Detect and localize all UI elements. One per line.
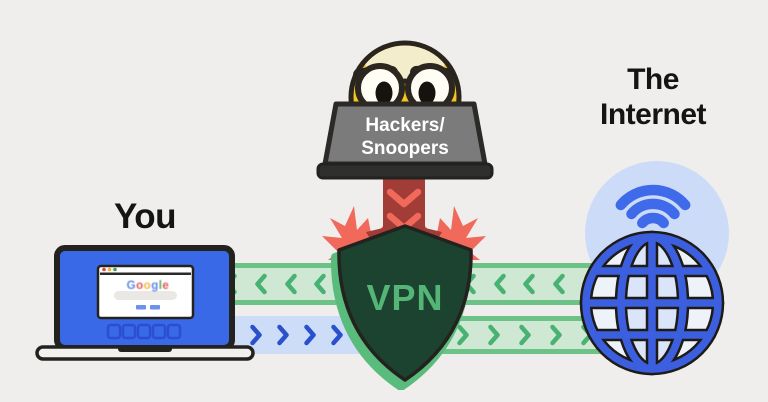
chevron-left-icon <box>284 273 297 295</box>
hackers-label: Hackers/ Snoopers <box>330 114 480 160</box>
hacker-laptop-icon <box>316 101 494 180</box>
wifi-icon <box>615 184 691 229</box>
chevron-right-icon <box>277 324 289 346</box>
hackers-label-line2: Snoopers <box>361 138 449 159</box>
internet-label-line1: The <box>627 63 679 96</box>
user-laptop-icon <box>35 245 255 361</box>
vpn-shield-icon <box>330 224 473 390</box>
internet-globe-icon <box>579 161 729 376</box>
logo-letter: G <box>126 280 137 292</box>
chevron-left-icon <box>493 273 506 295</box>
chevron-right-icon <box>550 324 562 346</box>
you-label: You <box>113 197 177 236</box>
chevron-right-icon <box>249 324 262 346</box>
chevron-left-icon <box>254 273 267 295</box>
internet-label-line2: Internet <box>599 98 707 131</box>
vpn-label: VPN <box>366 277 444 318</box>
logo-letter: o <box>143 280 152 292</box>
logo-letter: g <box>151 280 159 292</box>
hacker-emoji-icon <box>348 40 462 106</box>
internet-label: The Internet <box>568 62 738 132</box>
chevron-left-icon <box>314 273 327 295</box>
chevron-right-icon <box>304 324 316 346</box>
hackers-label-line1: Hackers/ <box>365 115 445 136</box>
chevron-right-icon <box>488 324 500 346</box>
chevron-right-icon <box>457 324 469 346</box>
logo-letter: l <box>158 280 163 292</box>
chevron-left-icon <box>523 273 536 295</box>
logo-letter: e <box>162 280 170 292</box>
chevron-right-icon <box>519 324 531 346</box>
chevron-left-icon <box>553 273 566 295</box>
chevron-right-icon <box>331 324 343 346</box>
logo-letter: o <box>136 280 144 292</box>
